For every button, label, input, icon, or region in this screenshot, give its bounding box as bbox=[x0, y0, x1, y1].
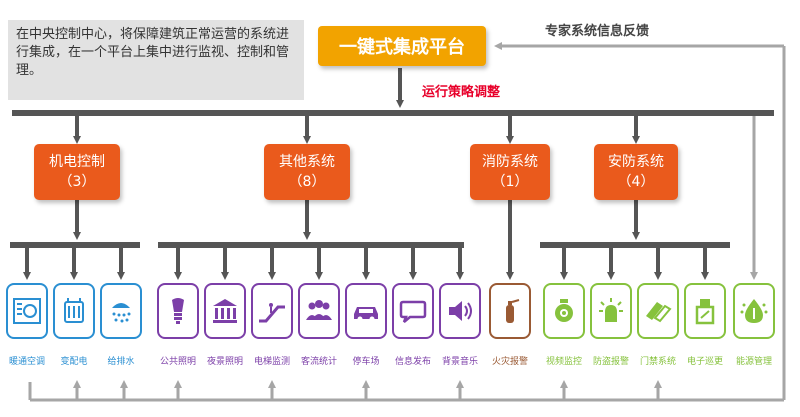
subsystem-label: 火灾报警 bbox=[491, 357, 528, 367]
system-fire: 消防系统 （1） bbox=[470, 144, 550, 200]
system-count: （4） bbox=[617, 174, 655, 190]
system-count: （8） bbox=[288, 174, 326, 190]
people-icon bbox=[298, 283, 340, 339]
expert-feedback-label: 专家系统信息反馈 bbox=[545, 24, 650, 39]
subsystem-label: 能源管理 bbox=[735, 357, 772, 367]
system-other: 其他系统 （8） bbox=[264, 144, 350, 200]
subsystem-label: 门禁系统 bbox=[639, 357, 676, 367]
hvac-icon bbox=[6, 283, 48, 339]
subsystem-label: 变配电 bbox=[60, 357, 88, 367]
subsystem-label: 暖通空调 bbox=[8, 357, 45, 367]
subsystem-label: 给排水 bbox=[107, 357, 135, 367]
shower-icon bbox=[100, 283, 142, 339]
subsystem-label: 防盗报警 bbox=[592, 357, 629, 367]
camera-icon bbox=[543, 283, 585, 339]
subsystem-label: 客流统计 bbox=[300, 357, 337, 367]
sub-bar-mechanical bbox=[10, 242, 140, 248]
system-name: 安防系统 bbox=[608, 154, 664, 170]
sub-bar-other bbox=[158, 242, 464, 248]
subsystem-label: 公共照明 bbox=[159, 357, 196, 367]
subsystem-label: 电子巡更 bbox=[686, 357, 723, 367]
system-count: （3） bbox=[58, 174, 96, 190]
bulb-icon bbox=[157, 283, 199, 339]
subsystem-label: 电梯监测 bbox=[253, 357, 290, 367]
patrol-icon bbox=[684, 283, 726, 339]
subsystem-label: 停车场 bbox=[352, 357, 380, 367]
alarm-icon bbox=[590, 283, 632, 339]
system-security: 安防系统 （4） bbox=[594, 144, 678, 200]
transformer-icon bbox=[53, 283, 95, 339]
system-name: 消防系统 bbox=[482, 154, 538, 170]
escalator-icon bbox=[251, 283, 293, 339]
access-card-icon bbox=[637, 283, 679, 339]
speaker-icon bbox=[439, 283, 481, 339]
car-icon bbox=[345, 283, 387, 339]
strategy-adjust-label: 运行策略调整 bbox=[422, 85, 501, 100]
system-count: （1） bbox=[491, 174, 529, 190]
subsystem-label: 视频监控 bbox=[545, 357, 582, 367]
speech-bubble-icon bbox=[392, 283, 434, 339]
subsystem-label: 背景音乐 bbox=[441, 357, 478, 367]
energy-icon bbox=[733, 283, 775, 339]
system-mechanical: 机电控制 （3） bbox=[34, 144, 120, 200]
sub-bar-security bbox=[540, 242, 730, 248]
integration-platform: 一键式集成平台 bbox=[318, 26, 486, 66]
subsystem-label: 信息发布 bbox=[394, 357, 431, 367]
main-bus-bar bbox=[12, 110, 774, 116]
fire-extinguisher-icon bbox=[489, 283, 531, 339]
description-box: 在中央控制中心，将保障建筑正常运营的系统进行集成，在一个平台上集中进行监视、控制… bbox=[8, 20, 304, 100]
subsystem-label: 夜景照明 bbox=[206, 357, 243, 367]
system-name: 其他系统 bbox=[279, 154, 335, 170]
system-name: 机电控制 bbox=[49, 154, 105, 170]
building-icon bbox=[204, 283, 246, 339]
